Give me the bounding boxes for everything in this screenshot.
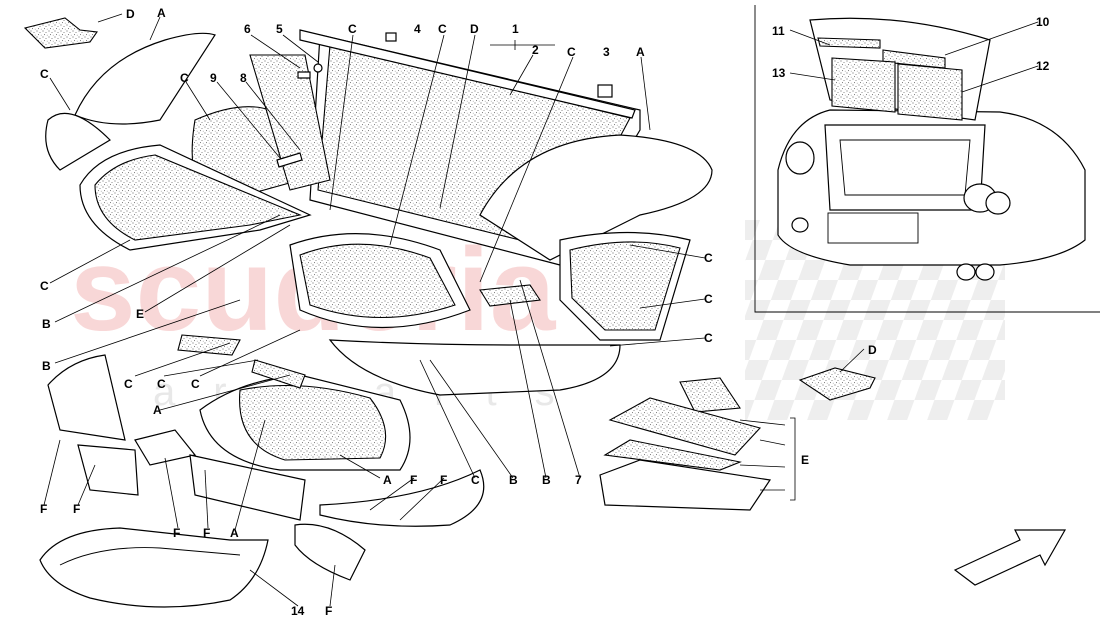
label-c-row-1: C	[124, 377, 133, 391]
label-f-3: F	[173, 526, 180, 540]
label-10: 10	[1036, 15, 1050, 29]
direction-arrow	[953, 529, 1067, 586]
label-8: 8	[240, 71, 247, 85]
e-pad-4	[599, 459, 772, 511]
label-3: 3	[603, 45, 610, 59]
nut-5	[313, 63, 323, 73]
label-11: 11	[772, 24, 785, 38]
label-b-left-1: B	[42, 317, 51, 331]
clip-d-right	[798, 367, 876, 401]
label-c-center: C	[438, 22, 447, 36]
small-pad-strip	[251, 359, 306, 389]
lid-panel-11	[817, 37, 881, 49]
e-pad-2	[608, 397, 762, 456]
label-f-5: F	[410, 473, 417, 487]
label-4: 4	[414, 22, 421, 36]
label-2: 2	[532, 43, 539, 57]
lid-panel-12	[897, 63, 963, 121]
label-c-row-2: C	[157, 377, 166, 391]
label-14: 14	[291, 604, 305, 618]
clip-4	[385, 32, 397, 42]
label-1: 1	[512, 22, 519, 36]
exhaust-pipe-1	[956, 263, 976, 281]
exhaust-pipe-2	[975, 263, 995, 281]
spare-well-insulation	[239, 385, 387, 461]
e-pad-1	[679, 377, 741, 413]
side-strip-insulation	[249, 54, 331, 191]
small-pad-b	[479, 284, 541, 307]
small-pad-e	[177, 334, 241, 356]
tail-light-right-inner	[985, 191, 1011, 215]
label-a-lower: A	[230, 526, 239, 540]
right-lower-trim	[319, 469, 485, 527]
left-side-trim	[45, 112, 111, 171]
left-wheel-arch-cover	[74, 32, 216, 125]
front-lower-strip	[189, 454, 306, 521]
inset-frame	[754, 5, 1100, 313]
label-a-mid: A	[383, 473, 392, 487]
inset-car-trunk-view	[754, 5, 1100, 313]
label-f-7: F	[325, 604, 332, 618]
left-floor-insulation	[94, 154, 302, 241]
screw-6	[297, 71, 311, 79]
label-c-bulkhead: C	[348, 22, 357, 36]
label-d-right: D	[868, 343, 877, 357]
label-f-1: F	[40, 502, 47, 516]
trunk-opening	[824, 124, 986, 211]
label-5: 5	[276, 22, 283, 36]
label-e-right: E	[801, 453, 809, 467]
clip-d-top	[23, 17, 98, 49]
center-well-insulation	[299, 243, 456, 318]
undertray-14	[39, 527, 269, 608]
undertray-ridge	[59, 547, 241, 566]
e-pad-3	[603, 439, 742, 471]
right-lower-bracket	[294, 523, 366, 581]
label-c-left: C	[40, 67, 49, 81]
right-side-insulation	[569, 241, 681, 331]
label-a-well: A	[153, 403, 162, 417]
label-9: 9	[210, 71, 217, 85]
label-c-upper-right: C	[567, 45, 576, 59]
tail-light-left	[785, 141, 815, 175]
label-d-top: D	[126, 7, 135, 21]
label-c-right-1: C	[704, 251, 713, 265]
label-c-right-2: C	[704, 292, 713, 306]
exhaust-pipe-left	[791, 217, 809, 233]
left-lower-bracket	[77, 444, 139, 496]
label-b-left-2: B	[42, 359, 51, 373]
left-lower-trim	[47, 354, 126, 441]
bolt-9	[276, 152, 303, 168]
rear-lower-panel	[328, 339, 621, 396]
label-e-left: E	[136, 307, 144, 321]
label-c-row-3: C	[191, 377, 200, 391]
label-f-4: F	[203, 526, 210, 540]
label-c-right-3: C	[704, 331, 713, 345]
label-a-top: A	[157, 6, 166, 20]
leader-lines	[43, 13, 1039, 607]
label-f-2: F	[73, 502, 80, 516]
label-7: 7	[575, 473, 582, 487]
label-c-wheelhouse: C	[180, 71, 189, 85]
label-b-mid-1: B	[509, 473, 518, 487]
label-f-6: F	[440, 473, 447, 487]
label-c-mid: C	[471, 473, 480, 487]
label-12: 12	[1036, 59, 1050, 73]
lid-panel-13	[831, 57, 896, 113]
label-a-right: A	[636, 45, 645, 59]
right-wheel-arch-cover	[479, 134, 713, 261]
callout-labels: D A C C 9 8 6 5 C 4 C D 1 2 C 3 A C B E …	[40, 6, 1050, 618]
label-b-mid-2: B	[542, 473, 551, 487]
label-d-center: D	[470, 22, 479, 36]
label-13: 13	[772, 66, 786, 80]
trunk-parts	[23, 17, 1067, 608]
license-plate-area	[827, 212, 919, 244]
label-6: 6	[244, 22, 251, 36]
bracket-3	[597, 84, 613, 98]
left-lower-clip	[134, 429, 197, 466]
label-c-lower-left: C	[40, 279, 49, 293]
